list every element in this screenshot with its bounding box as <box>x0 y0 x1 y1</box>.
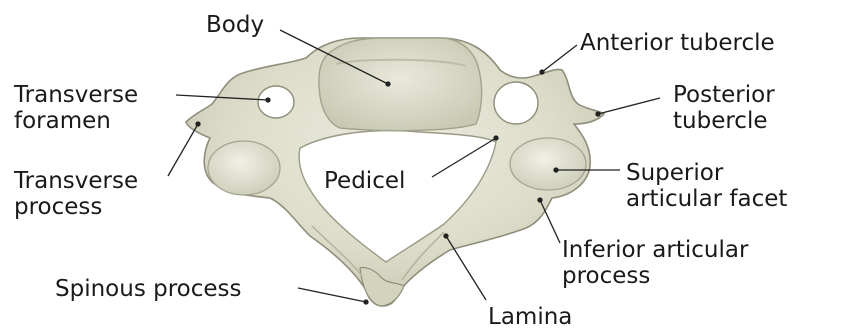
right-superior-articular-facet <box>510 138 586 190</box>
right-transverse-foramen <box>494 82 538 124</box>
left-transverse-foramen <box>258 86 294 118</box>
label-posterior-tubercle: Posterior tubercle <box>673 82 775 134</box>
label-inferior-articular-process: Inferior articular process <box>562 237 748 289</box>
label-superior-articular-facet: Superior articular facet <box>626 160 787 212</box>
label-transverse-foramen: Transverse foramen <box>14 82 138 134</box>
label-lamina: Lamina <box>488 304 572 330</box>
left-superior-articular-facet <box>208 141 280 195</box>
label-body: Body <box>206 12 264 38</box>
vertebral-body <box>319 38 482 131</box>
label-pedicel: Pedicel <box>324 168 405 194</box>
label-transverse-process: Transverse process <box>14 168 138 220</box>
label-anterior-tubercle: Anterior tubercle <box>580 30 775 56</box>
label-spinous-process: Spinous process <box>55 276 242 302</box>
